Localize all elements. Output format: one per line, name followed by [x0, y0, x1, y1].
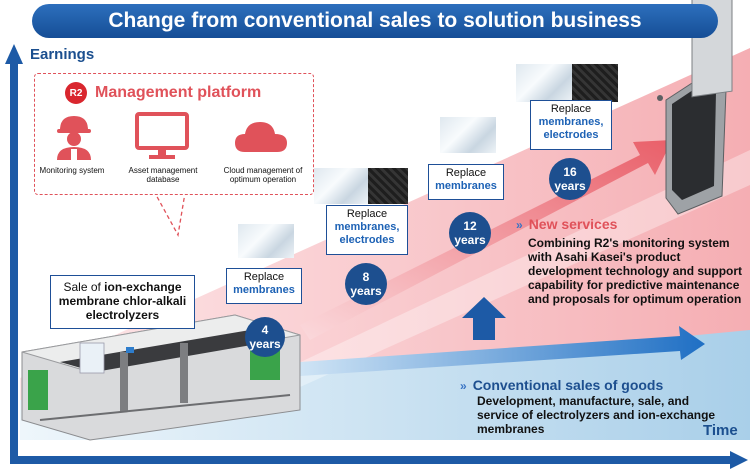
- platform-title: Management platform: [95, 84, 262, 101]
- platform-caption-monitoring: Monitoring system: [39, 166, 105, 175]
- electrolyzer-illustration: [21, 314, 301, 441]
- replace-label: Replace: [445, 167, 487, 179]
- new-services-heading: New services: [528, 216, 618, 232]
- electrolyzer-unit-illustration: [657, 0, 733, 215]
- y-axis-arrowhead: [5, 44, 23, 64]
- electrode-image-16yr: [572, 64, 618, 102]
- x-axis-arrowhead: [730, 451, 748, 469]
- y-axis-line: [10, 62, 18, 464]
- up-arrow: [462, 297, 506, 340]
- replace-label: Replace: [243, 271, 285, 283]
- management-platform-panel: R2 Management platform Monitoring system…: [34, 73, 314, 195]
- cloud-icon: [235, 122, 287, 152]
- replace-target: membranes: [435, 180, 497, 192]
- chevron-right-icon: »: [516, 218, 523, 232]
- replace-target: membranes, electrodes: [334, 221, 400, 246]
- year-unit: years: [249, 337, 281, 351]
- year-unit: years: [554, 179, 586, 193]
- r2-badge: R2: [65, 82, 87, 104]
- sale-bold-text: ion-exchange membrane chlor-alkali elect…: [58, 280, 187, 322]
- replace-label: Replace: [550, 103, 592, 115]
- conventional-heading: Conventional sales of goods: [472, 377, 664, 393]
- platform-caption-cloud: Cloud management of optimum operation: [223, 166, 303, 184]
- replace-box-4yr: Replace membranes: [226, 268, 302, 304]
- replace-label: Replace: [346, 208, 388, 220]
- membrane-image-16yr: [516, 64, 572, 102]
- year-number: 16: [563, 165, 577, 179]
- year-number: 4: [261, 323, 269, 337]
- platform-callout-tail: [153, 192, 186, 237]
- conventional-title: » Conventional sales of goods: [460, 377, 663, 393]
- year-number: 8: [362, 270, 370, 284]
- year-circle-8: 8 years: [345, 263, 387, 305]
- y-axis-label: Earnings: [30, 46, 95, 63]
- new-services-title: » New services: [516, 216, 617, 232]
- x-axis-label: Time: [703, 422, 738, 439]
- membrane-image-8yr: [314, 168, 368, 204]
- electrode-image-8yr: [368, 168, 408, 204]
- replace-box-16yr: Replace membranes, electrodes: [530, 100, 612, 150]
- replace-target: membranes: [233, 284, 295, 296]
- sale-prefix: Sale of: [63, 280, 105, 294]
- year-circle-12: 12 years: [449, 212, 491, 254]
- year-unit: years: [454, 233, 486, 247]
- year-unit: years: [350, 284, 382, 298]
- year-circle-4: 4 years: [245, 317, 285, 357]
- year-circle-16: 16 years: [549, 158, 591, 200]
- year-number: 12: [463, 219, 477, 233]
- diagram-title: Change from conventional sales to soluti…: [32, 4, 718, 38]
- x-axis-line: [10, 456, 732, 464]
- chevron-right-icon: »: [460, 379, 467, 393]
- band-highlight: [220, 150, 750, 405]
- new-services-body: Combining R2's monitoring system with As…: [528, 236, 743, 306]
- worker-icon: [57, 116, 91, 160]
- platform-caption-asset: Asset management database: [128, 166, 198, 184]
- replace-target: membranes, electrodes: [538, 116, 604, 141]
- platform-header: R2 Management platform: [65, 82, 261, 104]
- membrane-image-12yr: [440, 117, 496, 153]
- replace-box-8yr: Replace membranes, electrodes: [326, 205, 408, 255]
- sale-electrolyzers-box: Sale of ion-exchange membrane chlor-alka…: [50, 275, 195, 329]
- membrane-image-4yr: [238, 224, 294, 258]
- monitor-icon: [135, 112, 189, 159]
- conventional-body: Development, manufacture, sale, and serv…: [477, 394, 716, 436]
- replace-box-12yr: Replace membranes: [428, 164, 504, 200]
- conventional-arrow: [300, 326, 705, 376]
